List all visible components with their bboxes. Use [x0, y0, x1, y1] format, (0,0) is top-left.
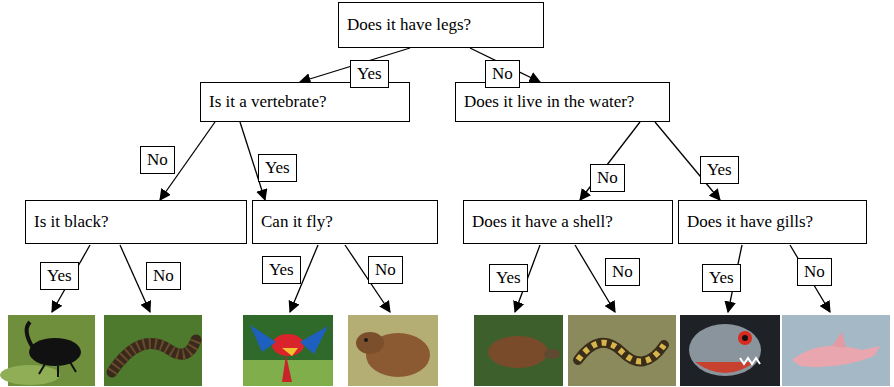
- turtle-shell: [488, 336, 548, 368]
- answer-label: Yes: [40, 262, 79, 290]
- piranha-pupil: [742, 335, 748, 341]
- question-box: Does it have a shell?: [463, 200, 673, 244]
- question-text: Does it have a shell?: [472, 212, 613, 232]
- question-box: Is it a vertebrate?: [200, 82, 410, 122]
- leaf: [0, 365, 60, 385]
- piranha-body: [689, 324, 761, 376]
- macaw-tail: [282, 355, 292, 382]
- macaw-body: [272, 334, 304, 356]
- answer-label: Yes: [700, 156, 739, 184]
- answer-label: Yes: [350, 60, 389, 88]
- answer-label: No: [140, 146, 175, 174]
- photo-ground: [104, 315, 202, 386]
- photo-ground: [568, 315, 676, 386]
- answer-label: Yes: [489, 264, 528, 292]
- millipede-segments: [112, 340, 196, 372]
- photo-ground: [782, 315, 890, 386]
- snake-pattern: [578, 343, 664, 362]
- beetle-legs: [39, 362, 76, 377]
- dolphin-fin: [832, 332, 846, 348]
- photo-ground: [348, 315, 438, 386]
- question-text: Does it have legs?: [347, 15, 471, 35]
- capybara-eye: [364, 338, 368, 342]
- capybara-head: [356, 332, 384, 354]
- answer-label: Yes: [702, 264, 741, 292]
- piranha-teeth: [740, 358, 760, 364]
- branch-arrow: [580, 122, 640, 200]
- turtle-head: [544, 349, 560, 359]
- piranha-belly: [695, 362, 755, 373]
- turtle-photo: [474, 315, 563, 386]
- macaw-wing: [300, 326, 328, 354]
- leaf-arrows: [52, 245, 830, 312]
- question-text: Does it have gills?: [687, 212, 813, 232]
- dolphin-photo: [782, 315, 890, 386]
- answer-label: No: [146, 262, 181, 290]
- macaw-feathers: [282, 348, 298, 356]
- millipede-photo: [104, 315, 202, 386]
- capybara-photo: [348, 315, 438, 386]
- answer-label: Yes: [258, 154, 297, 182]
- beetle-photo: [0, 315, 95, 386]
- answer-label: No: [485, 60, 520, 88]
- question-box: Does it live in the water?: [455, 82, 670, 122]
- question-box: Does it have gills?: [678, 200, 867, 244]
- photo-ground: [243, 315, 333, 386]
- snake-photo: [568, 315, 676, 386]
- macaw-wing: [250, 325, 276, 352]
- question-box: Does it have legs?: [338, 2, 544, 48]
- answer-label: No: [590, 164, 625, 192]
- question-text: Can it fly?: [261, 212, 333, 232]
- piranha-photo: [680, 315, 780, 386]
- millipede-body: [112, 340, 196, 372]
- question-text: Does it live in the water?: [464, 92, 634, 112]
- photo-ground: [680, 315, 780, 386]
- question-box: Is it black?: [25, 200, 247, 244]
- beetle-horn: [27, 322, 33, 348]
- answer-label: Yes: [262, 256, 301, 284]
- question-text: Is it a vertebrate?: [209, 92, 327, 112]
- answer-label: No: [368, 256, 403, 284]
- dolphin-body: [792, 346, 880, 367]
- answer-label: No: [797, 258, 832, 286]
- answer-label: No: [605, 258, 640, 286]
- photo-ground: [474, 315, 563, 386]
- piranha-eye: [738, 331, 752, 345]
- snake-body: [578, 343, 664, 362]
- question-box: Can it fly?: [252, 200, 438, 244]
- beetle-body: [29, 338, 81, 366]
- question-text: Is it black?: [34, 212, 109, 232]
- macaw-photo: [243, 315, 333, 386]
